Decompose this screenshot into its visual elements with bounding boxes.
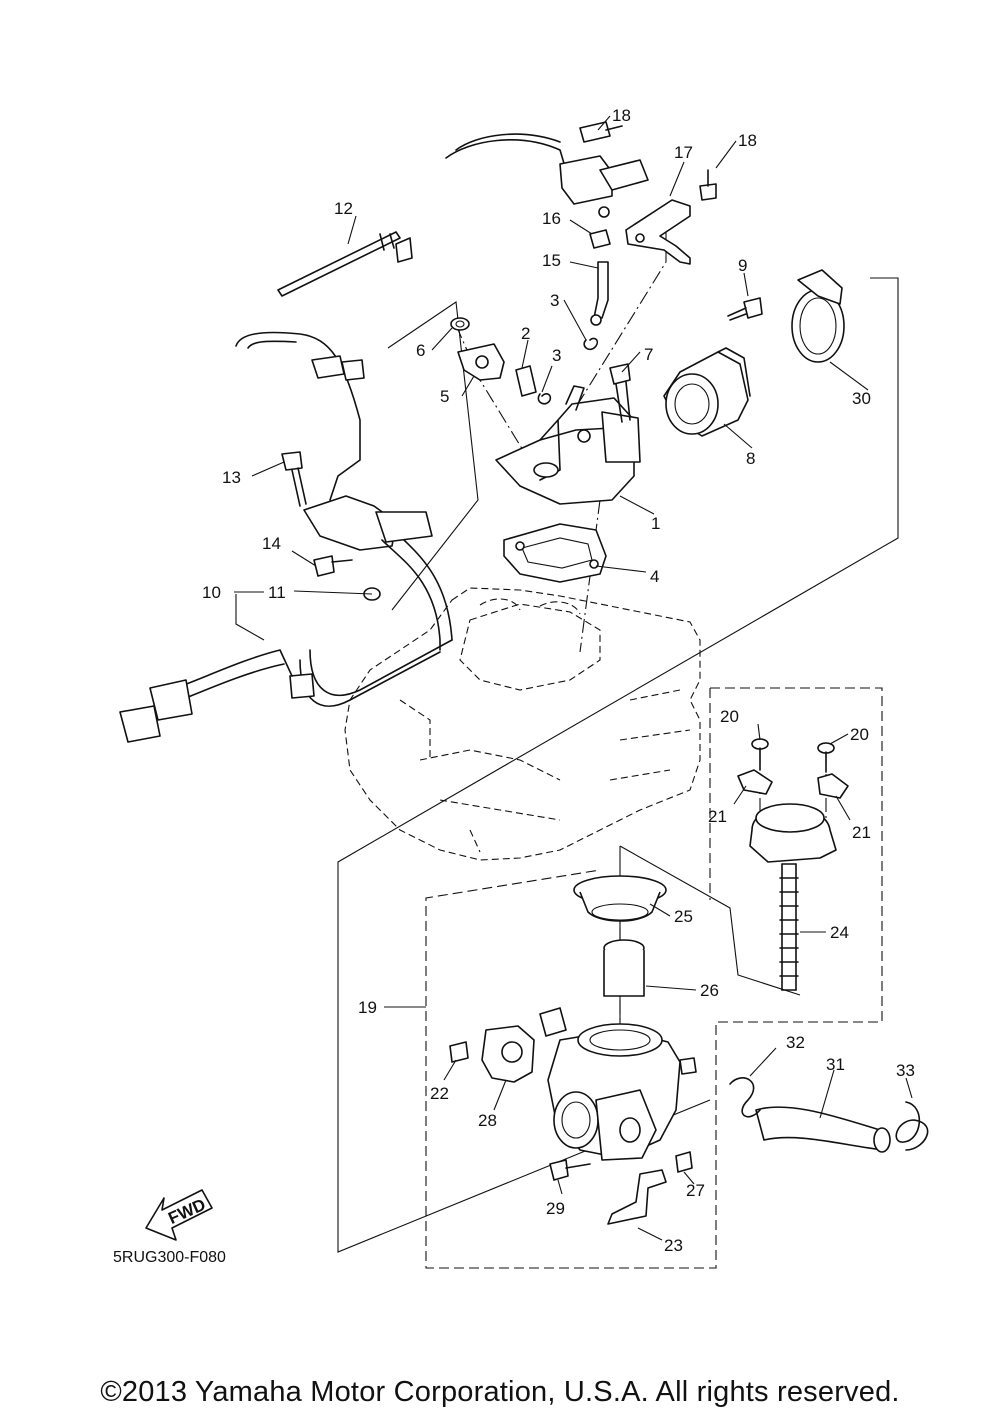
intake-manifold-1 <box>495 385 641 505</box>
callout-label: 25 <box>674 907 693 926</box>
callout-label: 21 <box>708 807 727 826</box>
callout-labels: 1 2 3 3 4 5 6 7 8 9 10 11 12 13 14 15 16… <box>202 106 915 1255</box>
callout-label: 21 <box>852 823 871 842</box>
bracket-17 <box>625 169 717 265</box>
callout-label: 10 <box>202 583 221 602</box>
diaphragm-25-piston-26 <box>573 875 667 997</box>
callout-label: 14 <box>262 534 281 553</box>
callout-label: 18 <box>738 131 757 150</box>
bracket-5-grommet-6 <box>450 317 505 381</box>
throttle-body-19 <box>539 1007 697 1161</box>
callout-label: 24 <box>830 923 849 942</box>
hose-15 <box>589 229 611 326</box>
gasket-4 <box>503 523 607 583</box>
hose-31-clips-32-33 <box>729 1077 929 1153</box>
sensor-28-screw-22 <box>449 1025 535 1083</box>
callout-label: 23 <box>664 1236 683 1255</box>
callout-label: 27 <box>686 1181 705 1200</box>
joint-8 <box>663 347 751 437</box>
callout-label: 19 <box>358 998 377 1017</box>
hose-clamp-30 <box>791 269 845 363</box>
callout-label: 16 <box>542 209 561 228</box>
diagram-code: 5RUG300-F080 <box>113 1249 226 1266</box>
hose-assembly-10-14 <box>119 331 453 743</box>
callout-label: 17 <box>674 143 693 162</box>
copyright-notice: ©2013 Yamaha Motor Corporation, U.S.A. A… <box>100 1376 900 1408</box>
callout-label: 15 <box>542 251 561 270</box>
cable-tie-12 <box>277 231 413 297</box>
callout-label: 7 <box>644 345 653 364</box>
screws-clips-20-21 <box>737 738 849 799</box>
callout-label: 12 <box>334 199 353 218</box>
callout-label: 33 <box>896 1061 915 1080</box>
callout-label: 26 <box>700 981 719 1000</box>
callout-label: 28 <box>478 1111 497 1130</box>
bracket-23-screws-27-29 <box>549 1151 693 1225</box>
callout-label: 11 <box>268 583 286 602</box>
callout-label: 31 <box>826 1055 845 1074</box>
assembly-centerlines <box>455 225 827 1060</box>
callout-label: 18 <box>612 106 631 125</box>
callout-label: 32 <box>786 1033 805 1052</box>
callout-label: 1 <box>651 514 660 533</box>
clips-and-sleeve <box>515 337 599 405</box>
engine-block-outline <box>344 587 701 861</box>
callout-label: 3 <box>550 291 559 310</box>
callout-label: 8 <box>746 449 755 468</box>
fwd-arrow-icon: FWD <box>145 1189 213 1241</box>
leader-lines <box>234 115 913 1241</box>
subassembly-boxes <box>425 687 883 1269</box>
callout-label: 22 <box>430 1084 449 1103</box>
callout-label: 30 <box>852 389 871 408</box>
spring-cap-24 <box>749 803 837 991</box>
callout-label: 5 <box>440 387 449 406</box>
callout-label: 4 <box>650 567 659 586</box>
callout-label: 29 <box>546 1199 565 1218</box>
callout-label: 20 <box>850 725 869 744</box>
callout-label: 6 <box>416 341 425 360</box>
callout-label: 20 <box>720 707 739 726</box>
wire-connector-assembly <box>445 121 649 218</box>
callout-label: 9 <box>738 256 747 275</box>
callout-label: 3 <box>552 346 561 365</box>
callout-label: 13 <box>222 468 241 487</box>
callout-label: 2 <box>521 324 530 343</box>
